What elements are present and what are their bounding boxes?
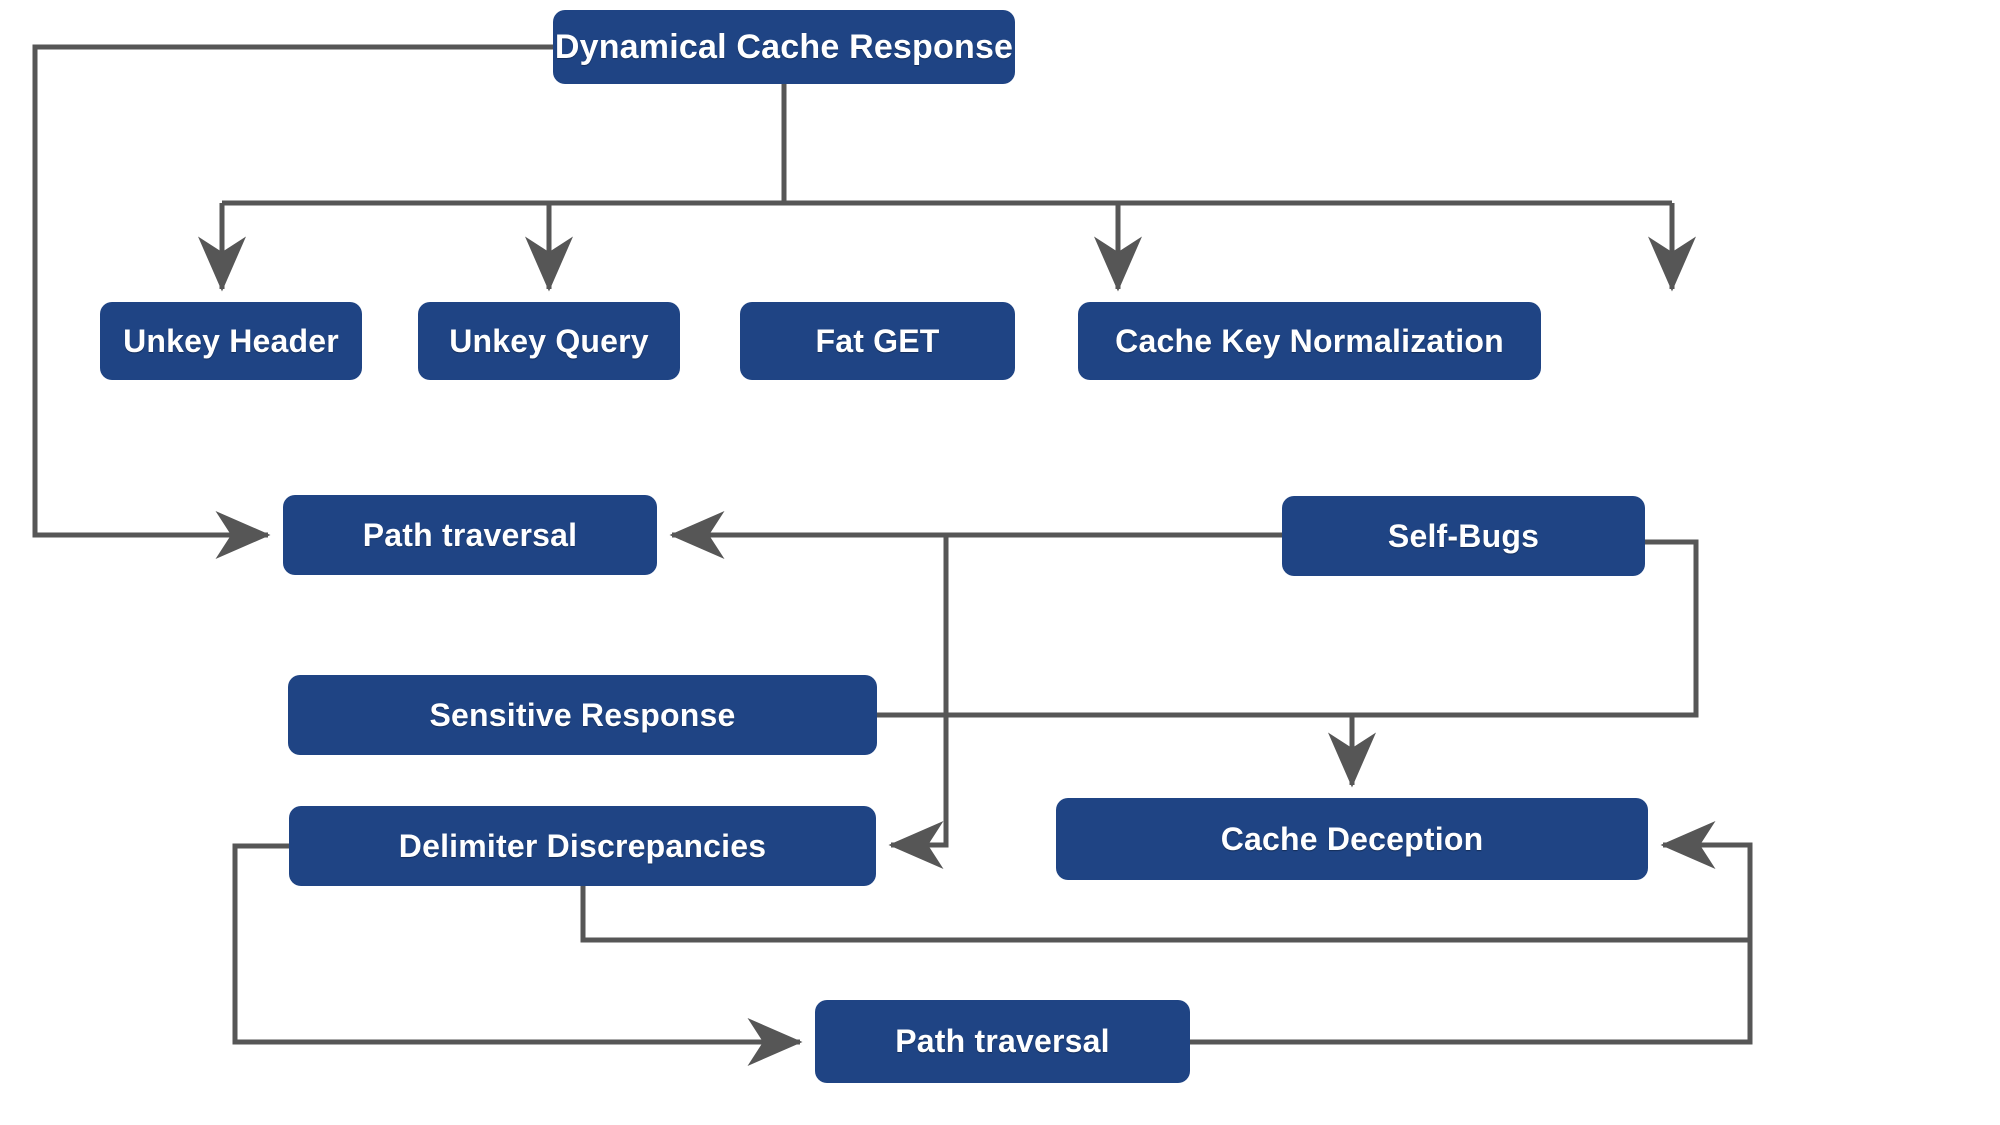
node-path-traversal-bottom[interactable]: Path traversal [815, 1000, 1190, 1083]
edge-path-traversal-bottom-to-cache-deception [1190, 940, 1753, 1045]
node-unkey-query[interactable]: Unkey Query [418, 302, 680, 380]
edge-branch-to-delimiter-discrepancies [888, 535, 949, 869]
edge-dynamical-to-path-traversal-top [32, 44, 553, 559]
node-unkey-header[interactable]: Unkey Header [100, 302, 362, 380]
node-cache-key-normalization[interactable]: Cache Key Normalization [1078, 302, 1541, 380]
node-delimiter-discrepancies[interactable]: Delimiter Discrepancies [289, 806, 876, 886]
edge-self-bugs-to-cache-deception [1328, 539, 1699, 788]
edge-delimiter-to-path-traversal-bottom [232, 843, 803, 1066]
node-cache-deception[interactable]: Cache Deception [1056, 798, 1648, 880]
node-self-bugs[interactable]: Self-Bugs [1282, 496, 1645, 576]
node-dynamical-cache-response[interactable]: Dynamical Cache Response [553, 10, 1015, 84]
node-sensitive-response[interactable]: Sensitive Response [288, 675, 877, 755]
node-fat-get[interactable]: Fat GET [740, 302, 1015, 380]
node-path-traversal-top[interactable]: Path traversal [283, 495, 657, 575]
